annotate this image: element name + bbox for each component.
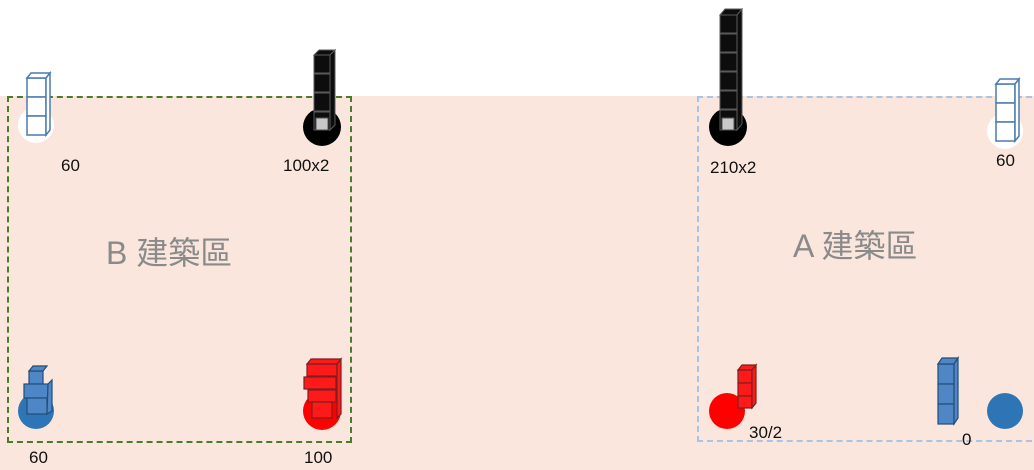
red-block-stack-b bbox=[303, 357, 343, 420]
black-cube-stack-b bbox=[312, 48, 337, 132]
zone-a bbox=[697, 96, 1034, 442]
gray-marker-a bbox=[721, 117, 735, 131]
blue-block-b bbox=[23, 365, 53, 416]
value-b-top-left: 60 bbox=[61, 156, 80, 175]
red-block-a bbox=[736, 363, 758, 410]
white-cube-stack-b bbox=[25, 70, 52, 138]
value-b-bottom-right: 100 bbox=[304, 448, 333, 467]
zone-a-label: A 建築區 bbox=[793, 228, 918, 264]
value-a-top-right: 60 bbox=[996, 151, 1015, 170]
value-a-top-left: 210x2 bbox=[710, 158, 757, 177]
red-token-a bbox=[709, 393, 745, 429]
zone-b-label: B 建築區 bbox=[106, 235, 233, 271]
value-a-bottom-left: 30/2 bbox=[749, 423, 783, 442]
gray-marker-b bbox=[315, 117, 329, 131]
blue-token-a bbox=[987, 393, 1023, 429]
blue-cube-stack-a bbox=[936, 356, 960, 426]
value-a-bottom-right: 0 bbox=[962, 430, 972, 449]
value-b-bottom-left: 60 bbox=[29, 448, 48, 467]
zone-b bbox=[7, 96, 352, 443]
black-cube-stack-a bbox=[718, 7, 744, 132]
value-b-top-right: 100x2 bbox=[283, 156, 330, 175]
ground-area bbox=[0, 96, 1034, 470]
white-cube-stack-a bbox=[994, 76, 1021, 144]
